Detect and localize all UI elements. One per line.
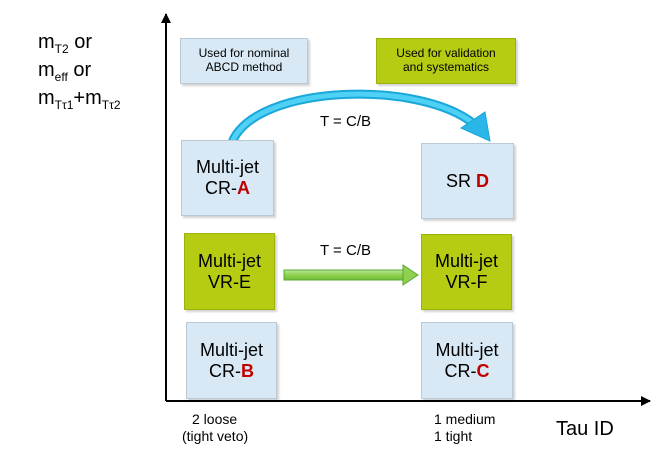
x-tick-left-line-1: 2 loose — [192, 411, 238, 427]
transfer-arrow-curved — [228, 89, 491, 145]
transfer-label-lower: T = C/B — [320, 242, 371, 259]
region-vr-f: Multi-jet VR-F — [421, 234, 512, 310]
y-label-line-3: mTτ1+mTτ2 — [38, 87, 121, 112]
y-label-line-1: mT2 or — [38, 31, 93, 56]
region-letter-b: B — [241, 360, 254, 381]
region-vr-e-line-1: Multi-jet — [197, 250, 261, 271]
legend-nominal-line-1: Used for nominal — [198, 46, 290, 61]
x-tick-left: 2 loose (tight veto) — [182, 411, 248, 445]
region-cr-a: Multi-jet CR-A — [181, 140, 274, 216]
legend-nominal: Used for nominal ABCD method — [180, 38, 308, 84]
region-cr-b-line-1: Multi-jet — [199, 339, 263, 360]
legend-validation-line-1: Used for validation — [396, 46, 496, 61]
region-cr-a-line-1: Multi-jet — [195, 157, 259, 178]
region-letter-c: C — [476, 360, 490, 381]
region-cr-b-line-2: CR-B — [209, 360, 254, 381]
region-vr-e: Multi-jet VR-E — [184, 233, 275, 310]
region-vr-f-line-2: VR-F — [445, 272, 488, 292]
x-axis-label: Tau ID — [556, 418, 614, 440]
x-tick-right-line-2: 1 tight — [434, 427, 473, 444]
region-vr-e-line-2: VR-E — [207, 271, 251, 292]
legend-validation: Used for validation and systematics — [376, 38, 516, 84]
region-vr-f-line-1: Multi-jet — [434, 251, 498, 272]
x-tick-right-line-1: 1 medium — [434, 411, 496, 427]
region-letter-d: D — [476, 170, 489, 191]
legend-validation-line-2: and systematics — [402, 60, 490, 74]
region-cr-c-line-1: Multi-jet — [435, 339, 499, 360]
region-cr-b: Multi-jet CR-B — [186, 322, 277, 399]
region-cr-a-line-2: CR-A — [205, 178, 250, 198]
region-cr-c-line-2: CR-C — [444, 360, 490, 381]
transfer-arrow-straight — [283, 264, 419, 286]
transfer-label-upper: T = C/B — [320, 113, 371, 130]
region-letter-a: A — [237, 178, 250, 198]
y-axis-label: mT2 or meff or mTτ1+mTτ2 — [38, 31, 121, 112]
y-label-line-2: meff or — [38, 59, 92, 84]
x-tick-left-line-2: (tight veto) — [182, 427, 249, 444]
region-sr-d-line-1: SR D — [445, 170, 489, 191]
x-tick-right: 1 medium 1 tight — [434, 411, 495, 445]
region-cr-c: Multi-jet CR-C — [421, 322, 513, 399]
legend-nominal-line-2: ABCD method — [205, 60, 283, 74]
region-sr-d: SR D — [421, 143, 514, 219]
